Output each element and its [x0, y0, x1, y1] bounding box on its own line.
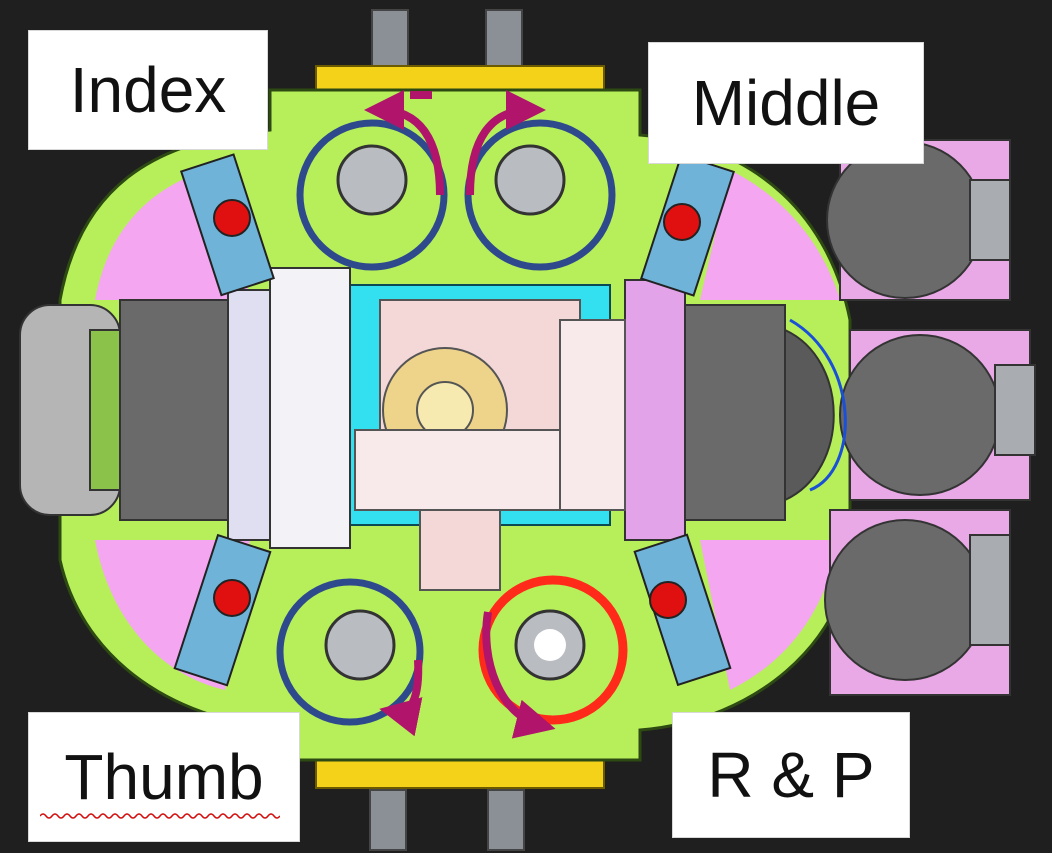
- pink-region-right-bottom: [700, 540, 840, 690]
- left-motor: [19, 267, 351, 549]
- springs: [173, 153, 735, 687]
- pink-region-right: [700, 170, 840, 300]
- right-motor: [624, 279, 847, 541]
- index-label: Index: [28, 30, 268, 150]
- central-bracket: [354, 299, 626, 591]
- middle-label: Middle: [648, 42, 924, 164]
- thumb-ring: [276, 578, 424, 726]
- rp-label: R & P: [672, 712, 910, 838]
- thumb-label: Thumb: [28, 712, 300, 842]
- rp-screw-hole: [534, 629, 566, 661]
- rp-arrow: [482, 611, 556, 739]
- top-bolts: [371, 9, 523, 71]
- spellcheck-underline: [40, 813, 280, 819]
- right-pads: [824, 139, 1036, 696]
- index-arrow: [364, 90, 444, 196]
- bottom-bolts: [369, 789, 525, 851]
- thumb-arrow: [379, 659, 423, 737]
- middle-arrow: [466, 90, 546, 196]
